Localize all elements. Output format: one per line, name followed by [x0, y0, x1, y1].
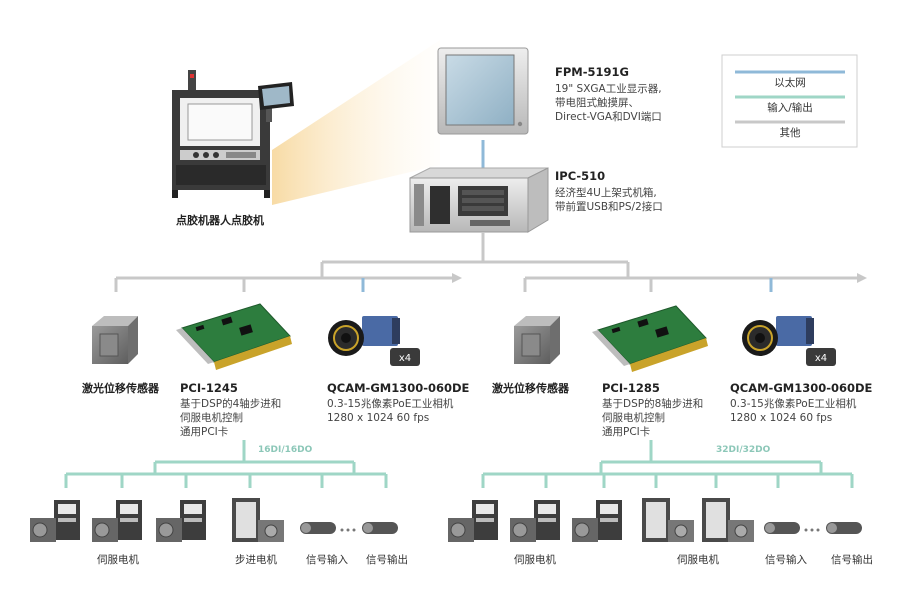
ipc-line-1: 经济型4U上架式机箱,	[555, 186, 657, 199]
right-servo-drive-icon-5	[702, 498, 754, 542]
left-bus-label: 16DI/16DO	[258, 445, 313, 455]
left-sensor-label: 激光位移传感器	[82, 381, 160, 395]
ipc-line-2: 带前置USB和PS/2接口	[555, 200, 663, 213]
left-camera-title: QCAM-GM1300-060DE	[327, 381, 470, 395]
left-bottom-output-label: 信号输出	[366, 553, 408, 566]
right-servo-motor-icon-1	[448, 500, 498, 542]
left-signal-input-icon	[300, 522, 356, 534]
legend-label-io: 输入/输出	[767, 101, 813, 114]
right-pci-card-icon	[592, 305, 708, 372]
right-card-line-3: 通用PCI卡	[602, 425, 650, 438]
left-bottom-input-label: 信号输入	[306, 553, 348, 566]
right-card-line-1: 基于DSP的8轴步进和	[602, 397, 703, 410]
left-camera-line-1: 0.3-15兆像素PoE工业相机	[327, 397, 454, 410]
robot-label: 点胶机器人点胶机	[176, 213, 264, 227]
right-laser-sensor-icon	[514, 316, 560, 364]
right-io-tree	[481, 440, 854, 488]
fpm-monitor-icon	[437, 47, 529, 135]
left-io-tree	[64, 440, 388, 488]
left-card-title: PCI-1245	[180, 381, 238, 395]
fpm-title: FPM-5191G	[555, 65, 629, 79]
right-bus-label: 32DI/32DO	[716, 445, 771, 455]
ipc-title: IPC-510	[555, 169, 605, 183]
left-bottom-servo-label: 伺服电机	[97, 553, 139, 566]
main-bus-tree	[114, 232, 857, 292]
right-servo-motor-icon-2	[510, 500, 560, 542]
legend-label-ethernet: 以太网	[774, 76, 806, 89]
right-camera-line-2: 1280 x 1024 60 fps	[730, 412, 832, 424]
ipc-chassis-icon	[409, 167, 549, 233]
right-servo-motor-icon-3	[572, 500, 622, 542]
left-servo-motor-icon-1	[30, 500, 80, 542]
left-card-line-1: 基于DSP的4轴步进和	[180, 397, 281, 410]
fpm-line-1: 19" SXGA工业显示器,	[555, 83, 662, 95]
left-bottom-stepper-label: 步进电机	[235, 553, 277, 566]
arrow-right-left-bus	[452, 273, 462, 283]
right-sensor-label: 激光位移传感器	[492, 381, 570, 395]
arrow-right-right-bus	[857, 273, 867, 283]
right-signal-output-icon	[826, 522, 862, 534]
left-camera-line-2: 1280 x 1024 60 fps	[327, 412, 429, 424]
left-card-line-3: 通用PCI卡	[180, 425, 228, 438]
right-bottom-servo-label-2: 伺服电机	[677, 553, 719, 566]
right-bottom-output-label: 信号输出	[831, 553, 873, 566]
light-beam	[272, 40, 440, 205]
right-camera-line-1: 0.3-15兆像素PoE工业相机	[730, 397, 857, 410]
left-laser-sensor-icon	[92, 316, 138, 364]
dispensing-robot-icon	[172, 70, 294, 198]
right-camera-icon	[742, 316, 836, 366]
right-bottom-input-label: 信号输入	[765, 553, 807, 566]
left-camera-count: x4	[399, 353, 411, 364]
left-servo-motor-icon-3	[156, 500, 206, 542]
right-camera-count: x4	[815, 353, 827, 364]
right-servo-drive-icon-4	[642, 498, 694, 542]
right-card-title: PCI-1285	[602, 381, 660, 395]
fpm-line-3: Direct-VGA和DVI端口	[555, 110, 662, 123]
right-bottom-servo-label: 伺服电机	[514, 553, 556, 566]
legend: 以太网 输入/输出 其他	[721, 54, 858, 148]
legend-label-other: 其他	[780, 126, 801, 139]
left-servo-motor-icon-2	[92, 500, 142, 542]
right-camera-title: QCAM-GM1300-060DE	[730, 381, 873, 395]
left-pci-card-icon	[176, 303, 292, 370]
left-signal-output-icon	[362, 522, 398, 534]
fpm-line-2: 带电阻式触摸屏、	[555, 96, 639, 109]
right-signal-input-icon	[764, 522, 820, 534]
right-card-line-2: 伺服电机控制	[602, 411, 665, 424]
left-stepper-motor-icon	[232, 498, 284, 542]
left-camera-icon	[328, 316, 420, 366]
left-card-line-2: 伺服电机控制	[180, 411, 243, 424]
